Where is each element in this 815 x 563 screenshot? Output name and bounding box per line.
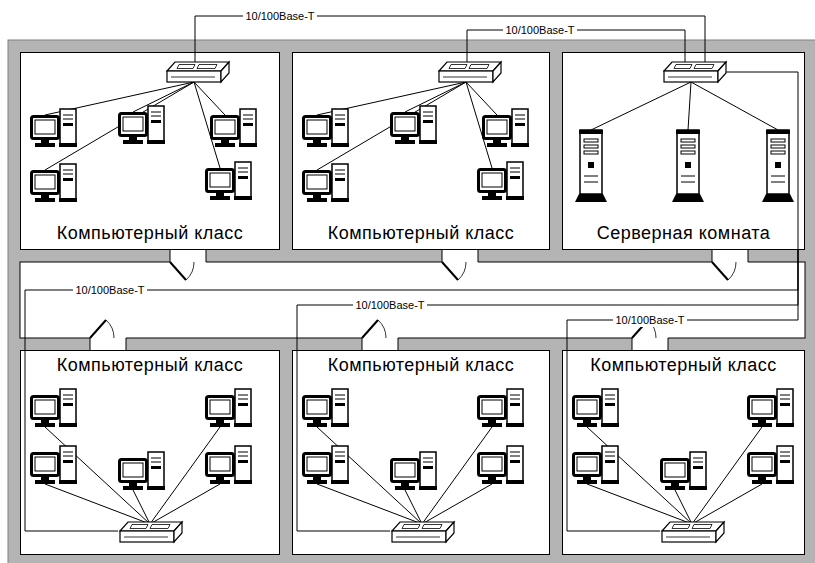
room-outline: Компьютерный класс [20, 52, 280, 250]
network-cable [297, 250, 798, 350]
room-outline: Компьютерный класс [292, 350, 550, 555]
cable-label: 10/100Base-T [613, 314, 686, 327]
room-name: Компьютерный класс [55, 223, 246, 245]
room-floor [20, 52, 280, 250]
room-name: Компьютерный класс [588, 355, 779, 377]
room-floor [292, 52, 550, 250]
room-floor [292, 350, 550, 555]
classroom-equipment [567, 350, 794, 542]
room-name: Серверная комната [595, 223, 773, 245]
room-floor [562, 350, 805, 555]
door-symbol [442, 249, 478, 280]
room-name: Компьютерный класс [326, 355, 517, 377]
room-outline: Серверная комната [562, 52, 805, 250]
cable-label: 10/100Base-T [353, 299, 426, 312]
room-floor [20, 350, 280, 555]
cable-label: 10/100Base-T [503, 24, 576, 37]
room-outline: Компьютерный класс [562, 350, 805, 555]
room-outline: Компьютерный класс [292, 52, 550, 250]
classroom-equipment [32, 52, 258, 202]
door-symbol [362, 320, 398, 351]
door-symbol [712, 249, 748, 280]
server-room-equipment [575, 52, 798, 250]
cable-label: 10/100Base-T [73, 284, 146, 297]
network-cable [567, 250, 798, 350]
cable-label: 10/100Base-T [243, 10, 316, 23]
room-outline: Компьютерный класс [20, 350, 280, 555]
classroom-equipment [304, 52, 530, 202]
building-walls [8, 40, 815, 563]
room-floor [562, 52, 805, 250]
classroom-equipment [25, 350, 252, 542]
room-name: Компьютерный класс [326, 223, 517, 245]
door-symbol [90, 320, 126, 351]
room-name: Компьютерный класс [55, 355, 246, 377]
corridor [20, 262, 805, 338]
network-cable [25, 250, 798, 350]
classroom-equipment [297, 350, 524, 542]
door-symbol [170, 249, 206, 280]
